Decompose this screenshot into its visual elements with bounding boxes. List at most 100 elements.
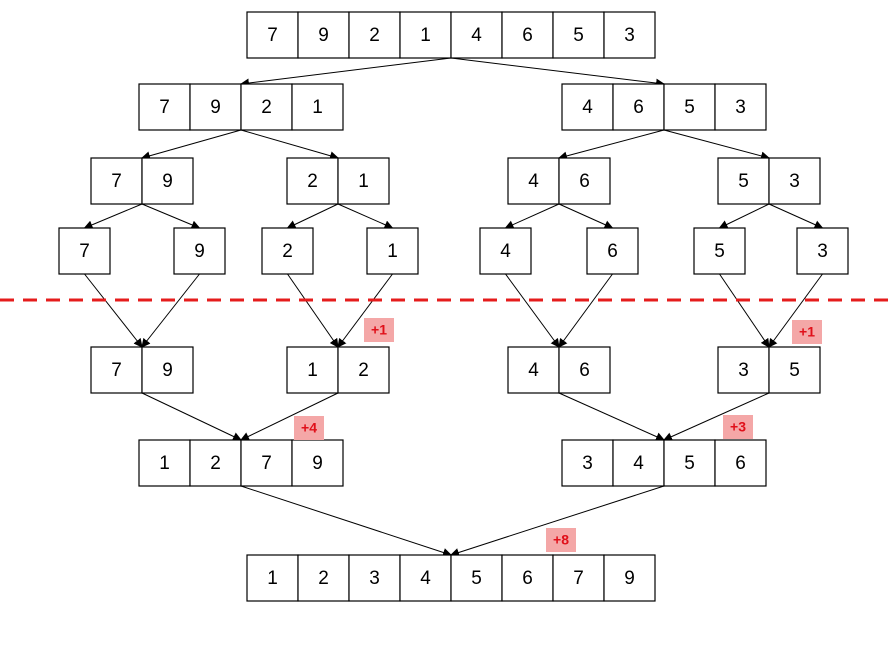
array-cell-value: 3 bbox=[735, 97, 746, 118]
inversion-count-badge: +8 bbox=[546, 528, 576, 552]
array-cell bbox=[138, 83, 191, 131]
edge-m_rr-to-m_r bbox=[663, 392, 770, 441]
array-cell-value: 7 bbox=[267, 25, 278, 46]
array-cell bbox=[768, 346, 821, 394]
array-s3: 2 bbox=[261, 227, 314, 275]
array-cell bbox=[603, 11, 656, 59]
array-s5: 4 bbox=[479, 227, 532, 275]
edge-ll-to-s2 bbox=[141, 203, 201, 230]
array-cell-value: 4 bbox=[471, 25, 482, 46]
array-cell-value: 9 bbox=[318, 25, 329, 46]
array-cell-value: 2 bbox=[282, 241, 293, 262]
array-cell bbox=[337, 157, 390, 205]
array-cell-value: 1 bbox=[358, 171, 369, 192]
array-cell-value: 6 bbox=[735, 453, 746, 474]
edge-m_ll-to-m_l bbox=[141, 392, 242, 441]
array-cell bbox=[246, 11, 299, 59]
array-cell-value: 1 bbox=[267, 568, 278, 589]
edge-root-to-l bbox=[240, 57, 452, 88]
inversion-count-badge: +1 bbox=[364, 318, 394, 342]
array-cell bbox=[612, 439, 665, 487]
array-cell-value: 6 bbox=[579, 171, 590, 192]
array-s7: 5 bbox=[693, 227, 746, 275]
inversion-count-badge: +3 bbox=[723, 415, 753, 439]
array-cell bbox=[399, 11, 452, 59]
edge-m_lr-to-m_l bbox=[240, 392, 339, 441]
badge-background bbox=[723, 415, 753, 439]
edge-ll-to-s1 bbox=[83, 203, 143, 230]
array-cell bbox=[479, 227, 532, 275]
edge-s6-to-m_rl bbox=[558, 273, 613, 348]
edge-rl-to-s5 bbox=[504, 203, 560, 229]
array-cell-value: 1 bbox=[307, 360, 318, 381]
array-cell-value: 5 bbox=[573, 25, 584, 46]
array-cell-value: 6 bbox=[607, 241, 618, 262]
badge-label: +4 bbox=[301, 420, 317, 436]
edge-s1-to-m_ll bbox=[84, 273, 143, 348]
array-cell-value: 5 bbox=[471, 568, 482, 589]
array-cell bbox=[399, 554, 452, 602]
array-cell-value: 9 bbox=[210, 97, 221, 118]
array-cell-value: 7 bbox=[159, 97, 170, 118]
edge-m_r-to-m_root bbox=[450, 485, 665, 557]
array-cell bbox=[291, 439, 344, 487]
edge-s4-to-m_lr bbox=[337, 273, 393, 348]
array-cell-value: 2 bbox=[369, 25, 380, 46]
array-s2: 9 bbox=[173, 227, 226, 275]
array-cell-value: 6 bbox=[579, 360, 590, 381]
array-cell-value: 5 bbox=[789, 360, 800, 381]
array-cell bbox=[189, 439, 242, 487]
array-cell bbox=[291, 83, 344, 131]
array-cell bbox=[246, 554, 299, 602]
array-cell-value: 3 bbox=[789, 171, 800, 192]
edge-m_l-to-m_root bbox=[240, 485, 452, 557]
array-cell bbox=[558, 346, 611, 394]
array-cell-value: 1 bbox=[312, 97, 323, 118]
edge-r-to-rr bbox=[663, 129, 770, 161]
array-cell bbox=[552, 554, 605, 602]
edges-layer bbox=[83, 57, 824, 557]
array-cell bbox=[603, 554, 656, 602]
array-cell bbox=[90, 346, 143, 394]
array-cell bbox=[366, 227, 419, 275]
array-cell-value: 6 bbox=[522, 568, 533, 589]
array-cell bbox=[297, 554, 350, 602]
array-cell bbox=[261, 227, 314, 275]
array-cell-value: 4 bbox=[528, 171, 539, 192]
array-cell-value: 3 bbox=[817, 241, 828, 262]
badge-background bbox=[792, 320, 822, 344]
array-cell bbox=[663, 83, 716, 131]
array-cell-value: 6 bbox=[522, 25, 533, 46]
array-cell-value: 3 bbox=[369, 568, 380, 589]
array-cell-value: 9 bbox=[162, 171, 173, 192]
array-cell-value: 4 bbox=[420, 568, 431, 589]
array-cell bbox=[561, 439, 614, 487]
array-cell bbox=[558, 157, 611, 205]
array-cell-value: 5 bbox=[738, 171, 749, 192]
badge-background bbox=[364, 318, 394, 342]
array-cell bbox=[240, 83, 293, 131]
array-cell bbox=[796, 227, 849, 275]
array-cell-value: 2 bbox=[307, 171, 318, 192]
array-cell-value: 9 bbox=[312, 453, 323, 474]
array-cell-value: 4 bbox=[500, 241, 511, 262]
array-cell bbox=[768, 157, 821, 205]
array-cell-value: 3 bbox=[582, 453, 593, 474]
edge-lr-to-s3 bbox=[286, 203, 339, 229]
array-cell-value: 2 bbox=[210, 453, 221, 474]
array-cell bbox=[450, 11, 503, 59]
badge-label: +3 bbox=[730, 419, 746, 435]
array-s4: 1 bbox=[366, 227, 419, 275]
array-cell-value: 4 bbox=[582, 97, 593, 118]
array-cell bbox=[348, 11, 401, 59]
